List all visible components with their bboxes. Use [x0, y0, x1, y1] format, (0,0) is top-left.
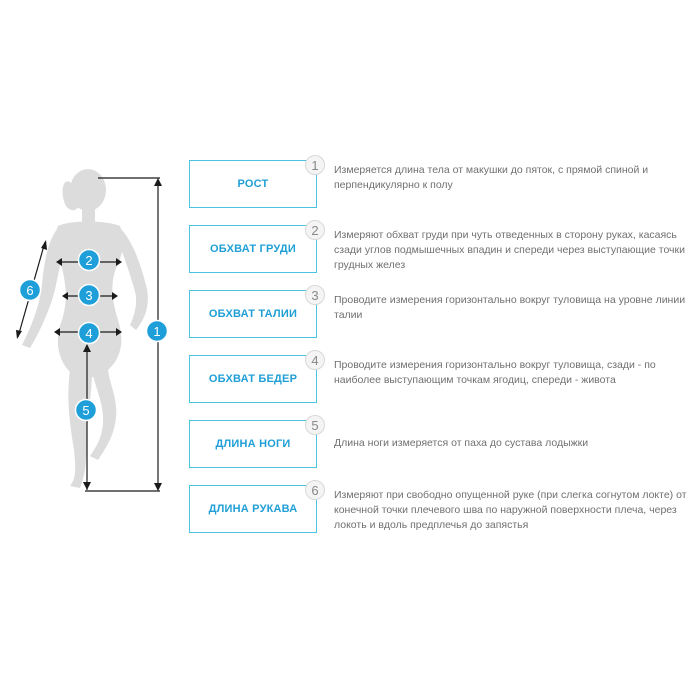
step-number-badge: 5 — [305, 415, 325, 435]
step-number-badge: 1 — [305, 155, 325, 175]
measurement-label-box: ДЛИНА НОГИ — [189, 420, 317, 468]
measurement-label: ДЛИНА НОГИ — [215, 438, 291, 450]
svg-text:2: 2 — [85, 253, 92, 268]
measurement-label-box: ОБХВАТ ГРУДИ — [189, 225, 317, 273]
measurement-description: Измеряют при свободно опущенной руке (пр… — [334, 489, 687, 531]
measurement-description: Проводите измерения горизонтально вокруг… — [334, 294, 686, 321]
measurement-label-box: ОБХВАТ БЕДЕР — [189, 355, 317, 403]
measurement-row-chest: ОБХВАТ ГРУДИ 2 Измеряют обхват груди при… — [189, 220, 700, 275]
marker-2: 2 — [77, 248, 101, 272]
measurement-row-sleeve: ДЛИНА РУКАВА 6 Измеряют при свободно опу… — [189, 480, 700, 535]
marker-1: 1 — [145, 319, 169, 343]
measurement-description: Измеряется длина тела от макушки до пято… — [334, 164, 649, 191]
marker-5: 5 — [74, 398, 98, 422]
measurement-label: ОБХВАТ ТАЛИИ — [208, 308, 298, 320]
svg-text:4: 4 — [85, 326, 92, 341]
measurement-label: ОБХВАТ ГРУДИ — [210, 243, 296, 255]
measurement-row-waist: ОБХВАТ ТАЛИИ 3 Проводите измерения гориз… — [189, 285, 700, 340]
measurement-description: Проводите измерения горизонтально вокруг… — [334, 359, 656, 386]
measurement-description: Измеряют обхват груди при чуть отведенны… — [334, 229, 685, 271]
measurement-label-box: РОСТ — [189, 160, 317, 208]
measurement-row-leg: ДЛИНА НОГИ 5 Длина ноги измеряется от па… — [189, 415, 700, 470]
marker-4: 4 — [77, 321, 101, 345]
marker-3: 3 — [77, 283, 101, 307]
step-number-badge: 6 — [305, 480, 325, 500]
svg-text:3: 3 — [85, 288, 92, 303]
measurement-label: РОСТ — [237, 178, 269, 190]
measurement-row-height: РОСТ 1 Измеряется длина тела от макушки … — [189, 155, 700, 210]
step-number-badge: 4 — [305, 350, 325, 370]
step-number-badge: 2 — [305, 220, 325, 240]
body-measurement-figure: 1 2 3 4 5 6 — [16, 169, 169, 492]
svg-text:6: 6 — [26, 283, 33, 298]
svg-text:1: 1 — [153, 324, 160, 339]
measurement-label-box: ОБХВАТ ТАЛИИ — [189, 290, 317, 338]
svg-text:5: 5 — [82, 403, 89, 418]
measurement-label: ОБХВАТ БЕДЕР — [208, 373, 298, 385]
measurement-label: ДЛИНА РУКАВА — [208, 503, 298, 515]
marker-6: 6 — [18, 278, 42, 302]
step-number-badge: 3 — [305, 285, 325, 305]
girth-measure-lines — [54, 258, 122, 336]
measurement-label-box: ДЛИНА РУКАВА — [189, 485, 317, 533]
measurement-description: Длина ноги измеряется от паха до сустава… — [334, 437, 589, 449]
measurement-row-hips: ОБХВАТ БЕДЕР 4 Проводите измерения гориз… — [189, 350, 700, 405]
